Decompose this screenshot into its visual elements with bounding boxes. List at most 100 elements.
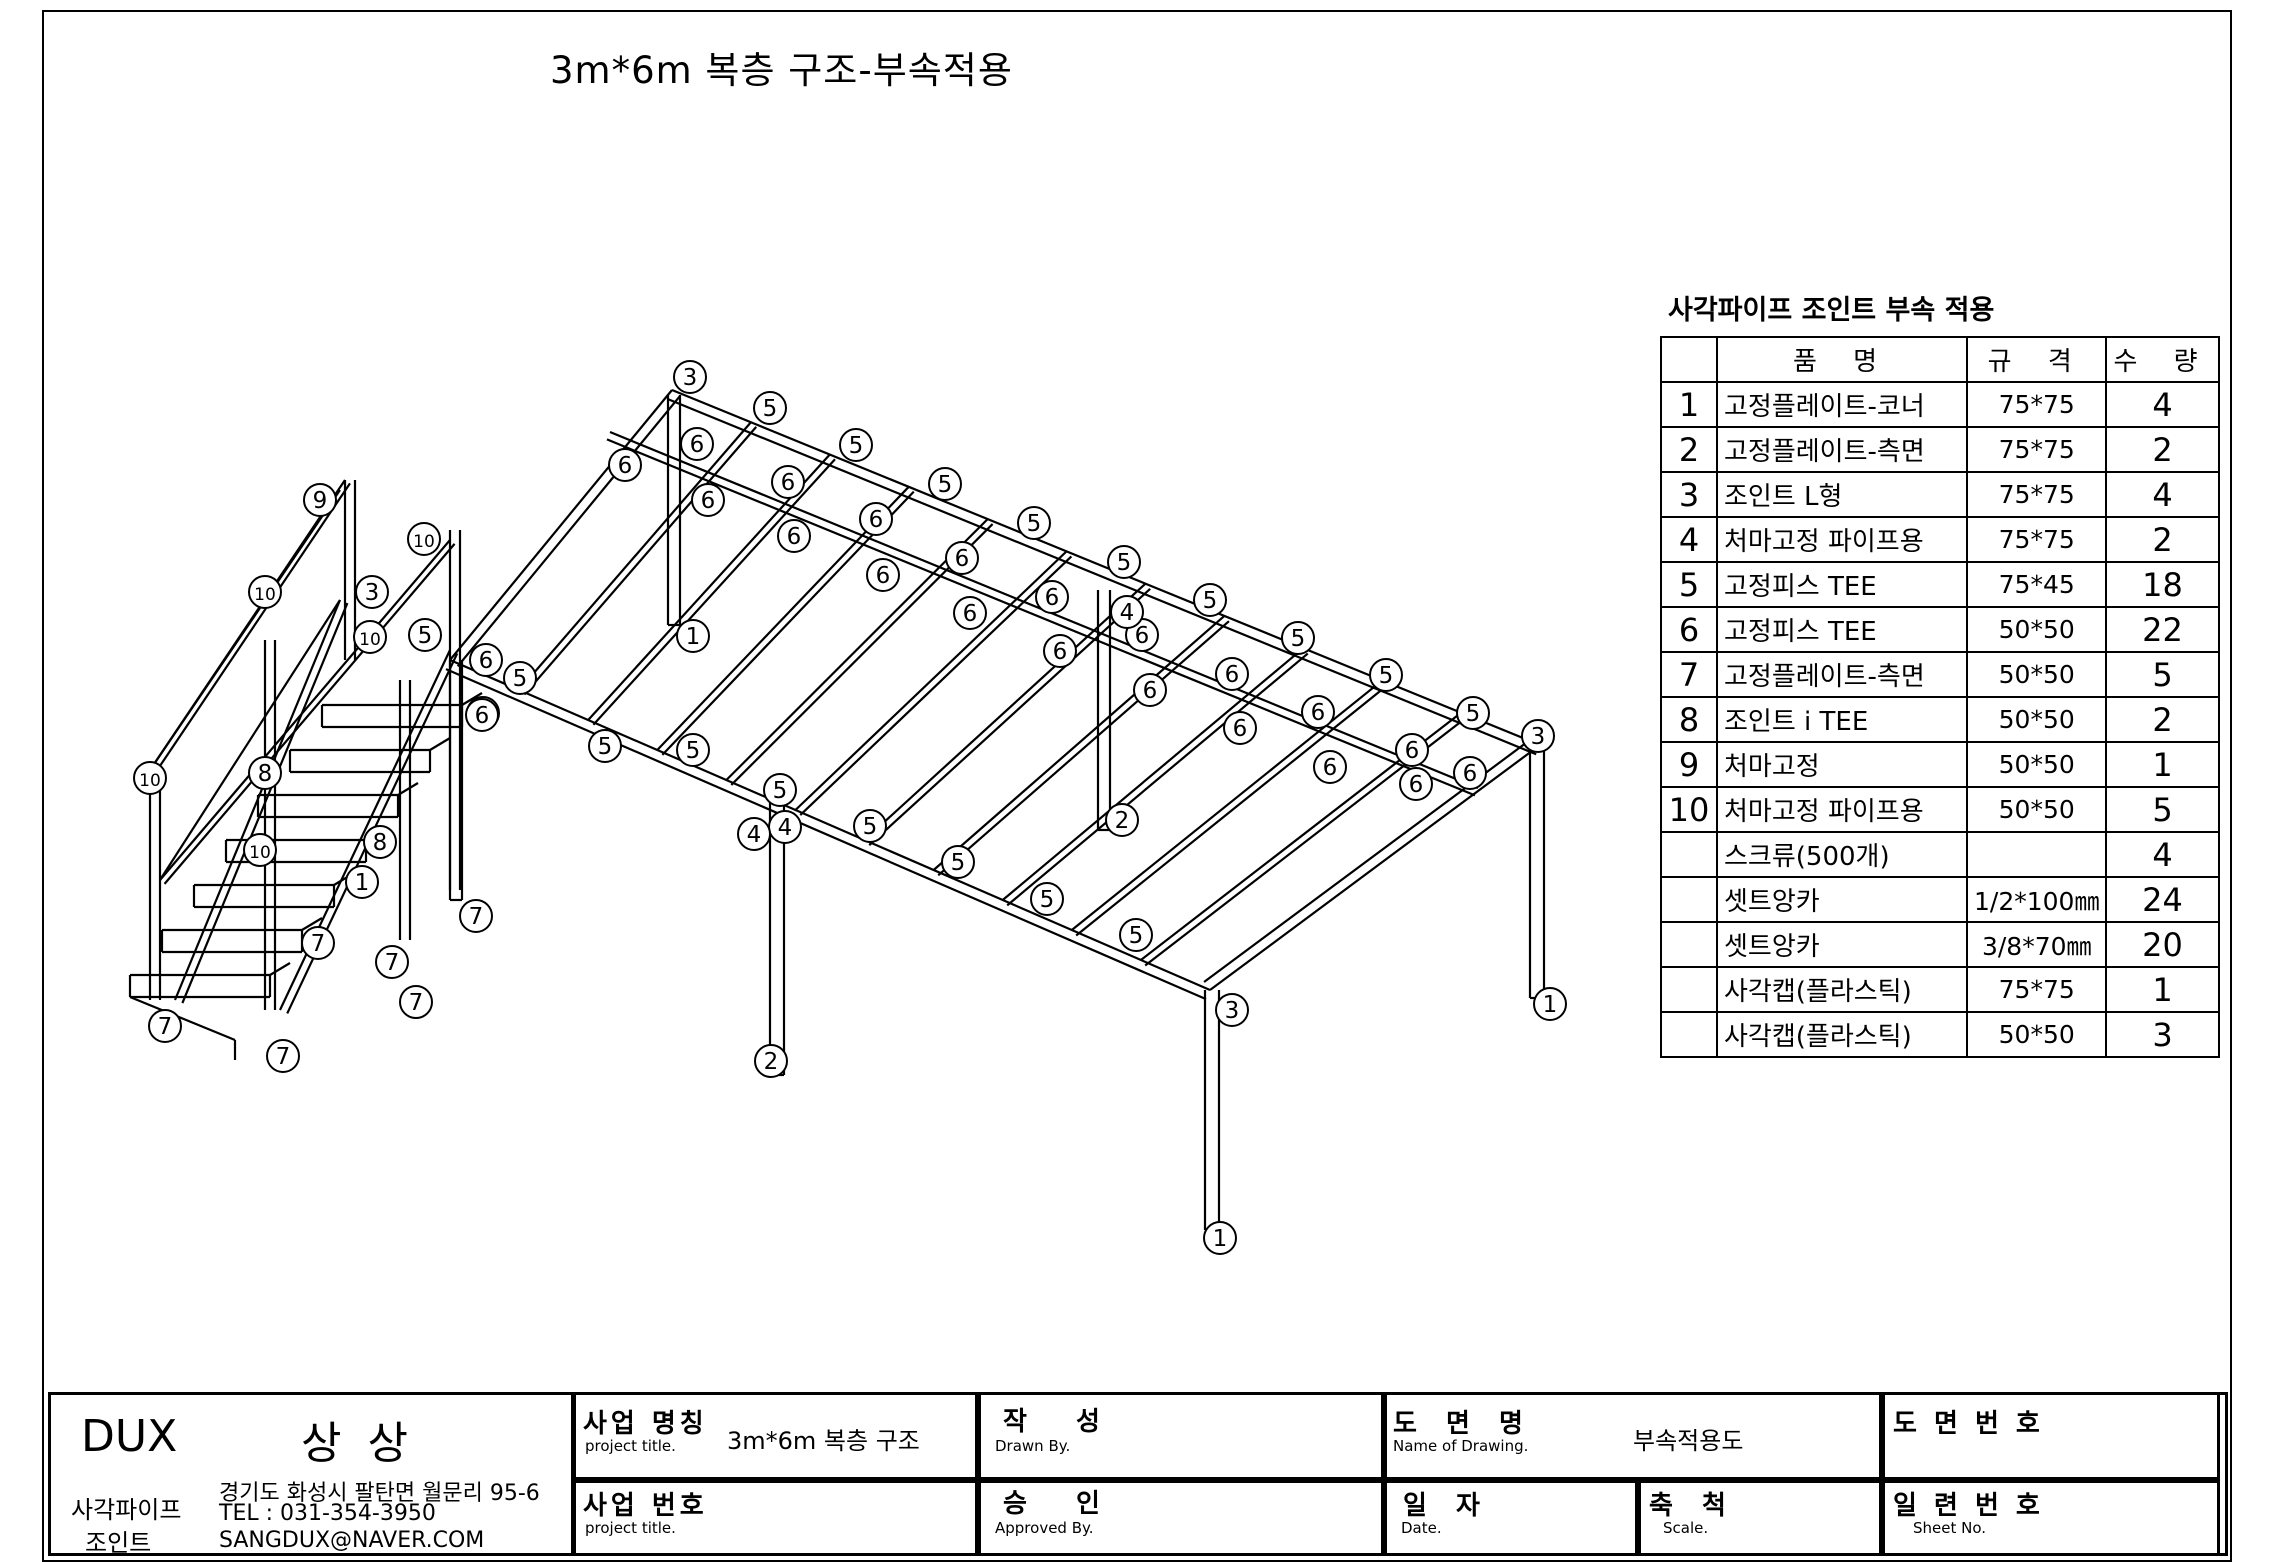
- callout-number: 8: [258, 761, 273, 787]
- callout-number: 7: [158, 1014, 173, 1040]
- category-line1: 사각파이프: [71, 1496, 182, 1524]
- callout-circle: [1313, 750, 1347, 784]
- callout-number: 10: [413, 532, 435, 552]
- callout-circle: [301, 926, 335, 960]
- callout-number: 6: [876, 563, 891, 589]
- drawing-name-sub: Name of Drawing.: [1393, 1437, 1529, 1455]
- callout-circle: [1110, 595, 1144, 629]
- callout-number: 6: [1045, 585, 1060, 611]
- callout-circle: [1193, 583, 1227, 617]
- callout-number: 7: [311, 931, 326, 957]
- row-spec: 50*50: [1965, 696, 2108, 743]
- callout-circle: [399, 985, 433, 1019]
- approved-by-label: 승 인: [1003, 1489, 1120, 1519]
- row-spec: 75*75: [1965, 381, 2108, 428]
- callout-circle: [853, 809, 887, 843]
- row-qty: 3: [2105, 1011, 2220, 1058]
- sheet-no-sub: Sheet No.: [1913, 1519, 1987, 1537]
- callout-number: 5: [938, 472, 953, 498]
- callout-number: 6: [781, 470, 796, 496]
- callout-circle: [407, 522, 441, 556]
- callout-number: 9: [313, 488, 328, 514]
- callout-number: 3: [683, 365, 698, 391]
- callout-circle: [588, 729, 622, 763]
- callout-circle: [1521, 719, 1555, 753]
- callout-circle: [839, 428, 873, 462]
- row-qty: 5: [2105, 786, 2220, 833]
- callout-number: 5: [1129, 923, 1144, 949]
- callout-circle: [676, 619, 710, 653]
- callout-number: 6: [1143, 678, 1158, 704]
- row-qty: 2: [2105, 696, 2220, 743]
- callout-number: 5: [951, 850, 966, 876]
- callout-circle: [345, 865, 379, 899]
- callout-circle: [1105, 803, 1139, 837]
- scale-label: 축 척: [1649, 1491, 1736, 1521]
- callout-number: 3: [1225, 998, 1240, 1024]
- callout-number: 5: [513, 666, 528, 692]
- row-name: 조인트 i TEE: [1716, 696, 1968, 743]
- callout-number: 7: [409, 990, 424, 1016]
- row-qty: 20: [2105, 921, 2220, 968]
- row-no: 10: [1660, 786, 1718, 833]
- row-spec: 75*75: [1965, 516, 2108, 563]
- callout-circle: [408, 618, 442, 652]
- callout-number: 6: [1233, 716, 1248, 742]
- callout-number: 7: [469, 904, 484, 930]
- callout-circle: [941, 845, 975, 879]
- callout-number: 1: [1543, 992, 1558, 1018]
- callout-number: 10: [249, 843, 271, 863]
- row-no: 4: [1660, 516, 1718, 563]
- row-no: [1660, 921, 1718, 968]
- callout-circle: [1017, 506, 1051, 540]
- callout-number: 5: [598, 734, 613, 760]
- row-no: 1: [1660, 381, 1718, 428]
- callout-number: 5: [1117, 550, 1132, 576]
- row-spec: 3/8*70㎜: [1965, 921, 2108, 968]
- row-spec: 1/2*100㎜: [1965, 876, 2108, 923]
- callout-circle: [777, 519, 811, 553]
- header-name: 품 명: [1716, 336, 1968, 383]
- callout-number: 6: [1409, 772, 1424, 798]
- row-no: [1660, 966, 1718, 1013]
- callout-number: 5: [1203, 588, 1218, 614]
- callout-number: 5: [418, 623, 433, 649]
- callout-number: 1: [1213, 1226, 1228, 1252]
- callout-circle: [859, 502, 893, 536]
- callout-circle: [243, 833, 277, 867]
- row-spec: 75*75: [1965, 426, 2108, 473]
- callout-circle: [953, 596, 987, 630]
- callout-circle: [1030, 882, 1064, 916]
- drawn-by-sub: Drawn By.: [995, 1437, 1071, 1455]
- row-name: 처마고정 파이프용: [1716, 786, 1968, 833]
- callout-circle: [676, 733, 710, 767]
- row-spec: [1965, 831, 2108, 878]
- callout-circle: [1215, 657, 1249, 691]
- callout-number: 6: [869, 507, 884, 533]
- callout-circle: [691, 483, 725, 517]
- row-spec: 75*75: [1965, 471, 2108, 518]
- callout-circle: [1395, 733, 1429, 767]
- callout-number: 5: [686, 738, 701, 764]
- approved-by-sub: Approved By.: [995, 1519, 1094, 1537]
- row-qty: 2: [2105, 516, 2220, 563]
- callout-number: 5: [1040, 887, 1055, 913]
- row-name: 고정피스 TEE: [1716, 561, 1968, 608]
- callout-number: 5: [863, 814, 878, 840]
- row-qty: 4: [2105, 471, 2220, 518]
- row-qty: 1: [2105, 741, 2220, 788]
- callout-number: 5: [849, 433, 864, 459]
- row-no: 2: [1660, 426, 1718, 473]
- row-spec: 75*75: [1965, 966, 2108, 1013]
- callout-circle: [1399, 767, 1433, 801]
- callout-number: 6: [1135, 623, 1150, 649]
- callout-circle: [945, 541, 979, 575]
